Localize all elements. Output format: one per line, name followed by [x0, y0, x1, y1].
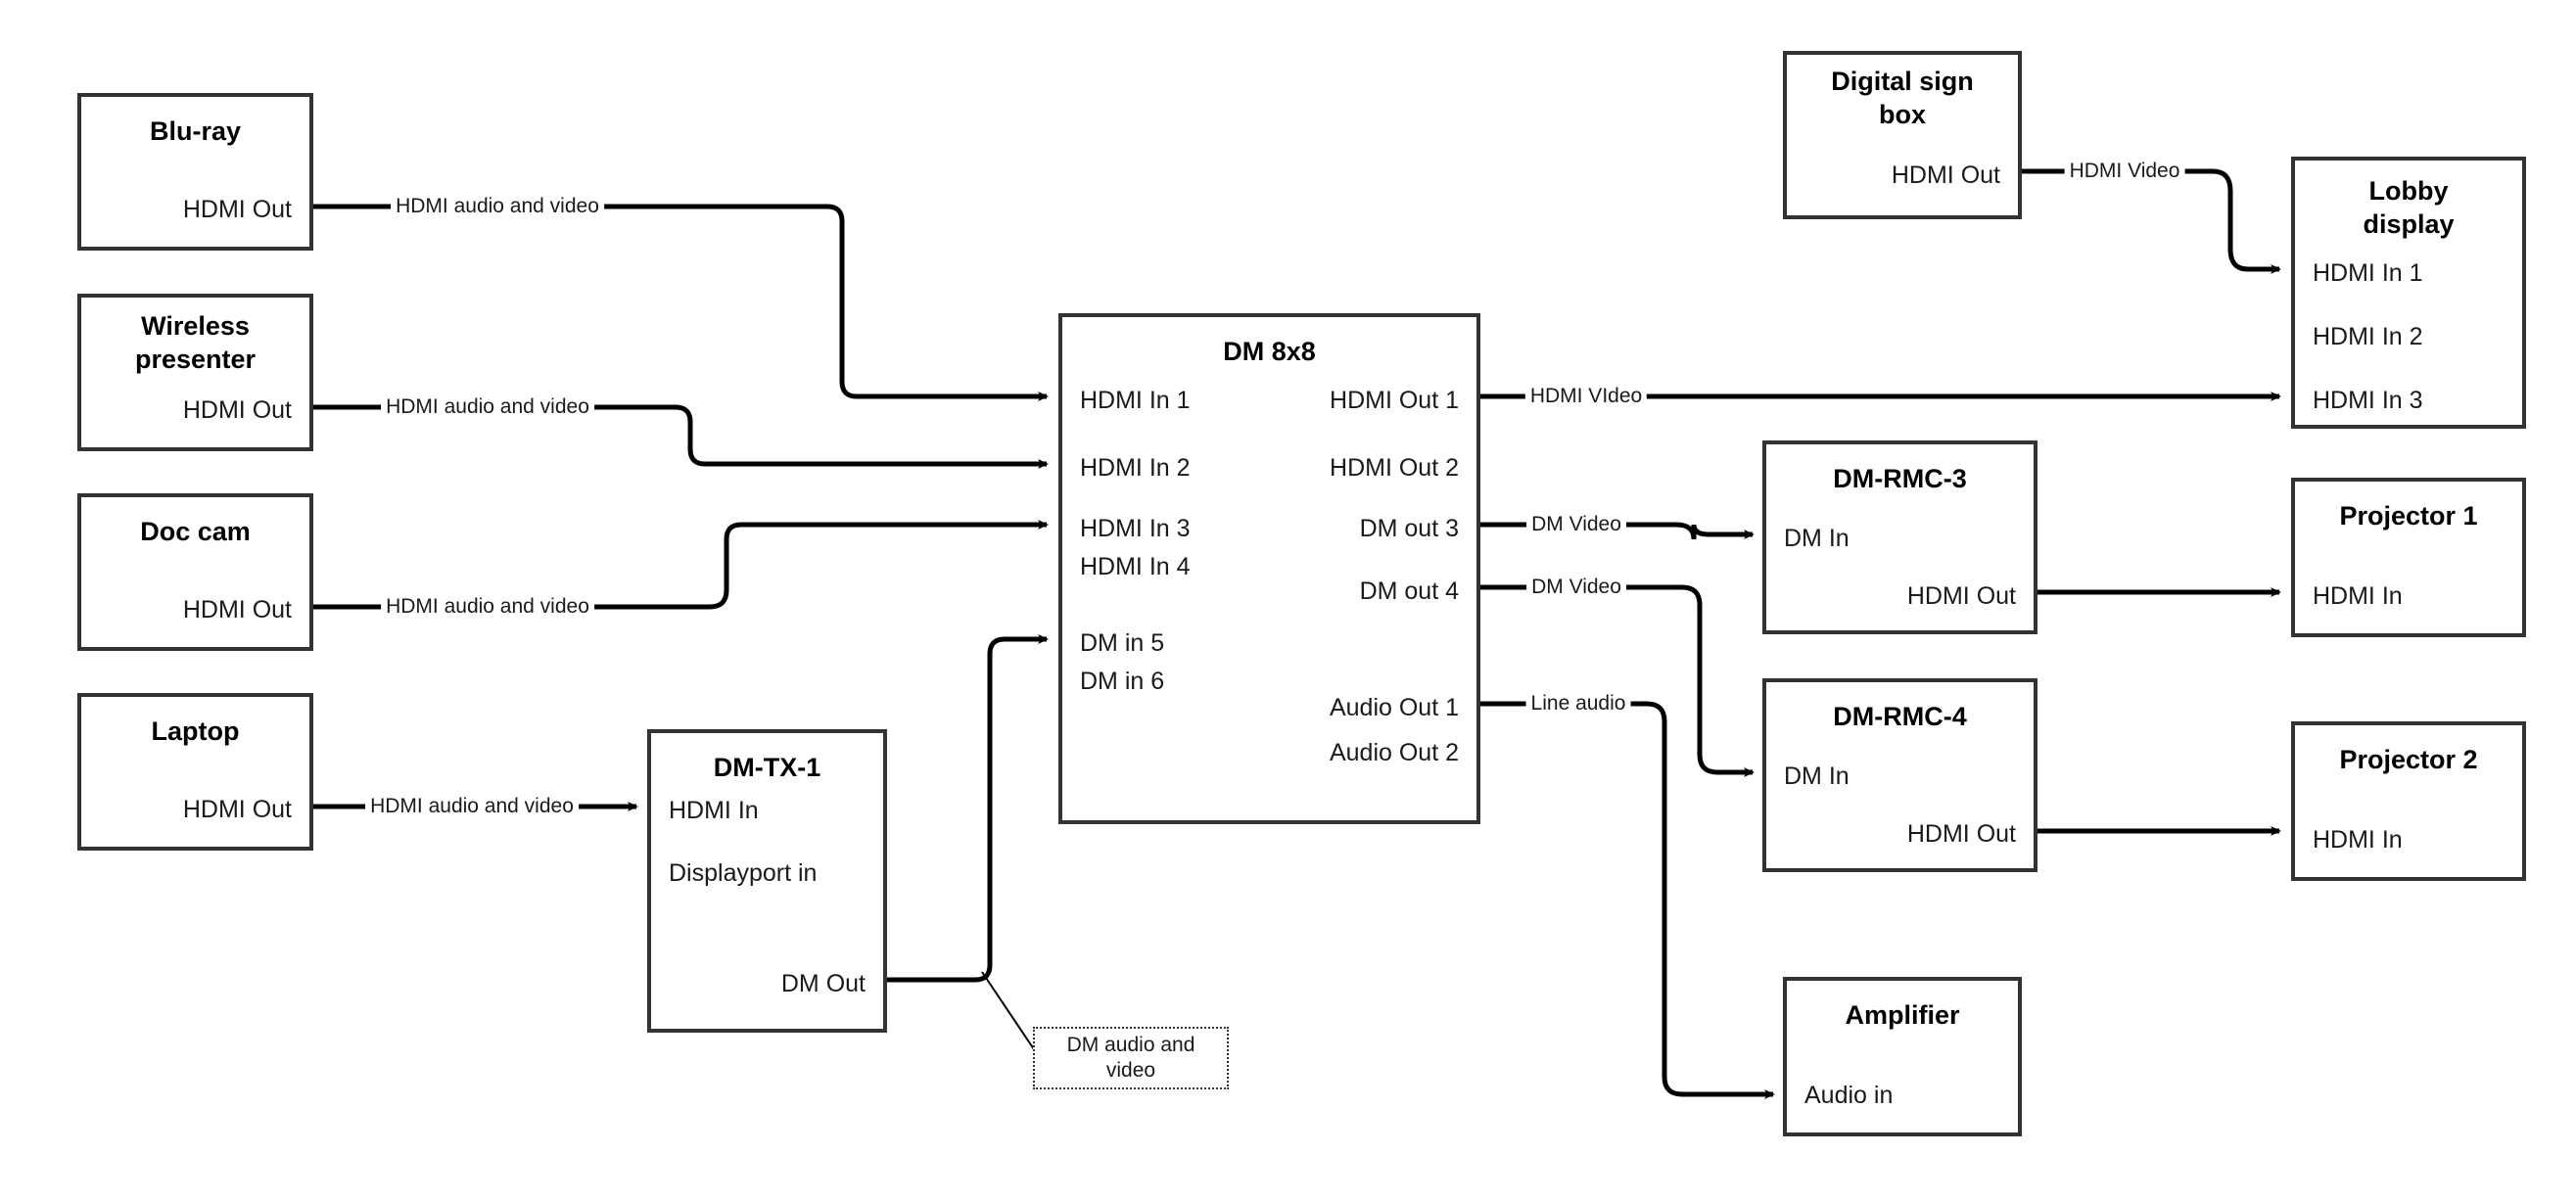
port-audio-out-2[interactable]: Audio Out 2	[1329, 739, 1459, 766]
wire-dmtx1-to-dm8x8-in5	[887, 634, 1049, 983]
node-title-line2: presenter	[134, 345, 257, 374]
node-title-line1: Wireless	[141, 311, 250, 341]
port-hdmi-in-2[interactable]: HDMI In 2	[1080, 454, 1191, 482]
node-title: DM-RMC-3	[1833, 464, 1967, 493]
port-dm-in-5[interactable]: DM in 5	[1080, 629, 1165, 657]
wire-bluray-to-dm8x8-in1	[313, 204, 1049, 401]
port-displayport-in[interactable]: Displayport in	[669, 859, 818, 887]
edge-label-doccam: HDMI audio and video	[381, 595, 594, 619]
node-title: Doc cam	[140, 517, 251, 546]
callout-leader-line	[981, 971, 1039, 1056]
node-wireless-presenter[interactable]: Wireless presenter HDMI Out	[77, 294, 313, 451]
node-title-line1: Digital sign	[1831, 67, 1974, 96]
node-title: Laptop	[151, 716, 240, 746]
node-title: Projector 2	[2339, 745, 2478, 774]
edge-label-wireless: HDMI audio and video	[381, 395, 594, 419]
node-lobby-display[interactable]: Lobby display HDMI In 1 HDMI In 2 HDMI I…	[2291, 157, 2526, 429]
node-dm-tx-1[interactable]: DM-TX-1 HDMI In Displayport in DM Out	[647, 729, 887, 1033]
port-dm-out-3[interactable]: DM out 3	[1359, 515, 1459, 542]
callout-line2: video	[1105, 1059, 1156, 1082]
port-hdmi-in-1[interactable]: HDMI In 1	[2313, 259, 2423, 287]
port-dm-out-4[interactable]: DM out 4	[1359, 577, 1459, 605]
port-dm-out[interactable]: DM Out	[780, 970, 866, 997]
port-hdmi-in[interactable]: HDMI In	[2313, 582, 2403, 610]
port-audio-out-1[interactable]: Audio Out 1	[1329, 694, 1459, 721]
edge-label-out3-dm-video: DM Video	[1526, 513, 1626, 536]
port-hdmi-out-2[interactable]: HDMI Out 2	[1330, 454, 1459, 482]
node-dm-rmc-3[interactable]: DM-RMC-3 DM In HDMI Out	[1762, 440, 2037, 634]
port-dm-in[interactable]: DM In	[1784, 762, 1850, 790]
edge-label-laptop: HDMI audio and video	[365, 795, 579, 818]
port-hdmi-in[interactable]: HDMI In	[669, 797, 759, 824]
node-title: Amplifier	[1845, 1000, 1960, 1030]
node-blu-ray[interactable]: Blu-ray HDMI Out	[77, 93, 313, 251]
port-hdmi-in-2[interactable]: HDMI In 2	[2313, 323, 2423, 350]
node-projector-2[interactable]: Projector 2 HDMI In	[2291, 721, 2526, 881]
port-dm-in[interactable]: DM In	[1784, 525, 1850, 552]
port-hdmi-in-4[interactable]: HDMI In 4	[1080, 553, 1191, 580]
edge-label-bluray: HDMI audio and video	[391, 195, 604, 218]
port-hdmi-in[interactable]: HDMI In	[2313, 826, 2403, 854]
callout-dm-audio-video: DM audio and video	[1033, 1027, 1229, 1089]
node-title: Blu-ray	[149, 116, 242, 146]
wire-dm8x8-audio1-to-amplifier	[1480, 701, 1775, 1099]
edge-label-sign-hdmi-video: HDMI Video	[2064, 160, 2185, 183]
callout-line1: DM audio and	[1066, 1034, 1195, 1056]
port-hdmi-in-1[interactable]: HDMI In 1	[1080, 387, 1191, 414]
wire-dm8x8-out4-to-rmc4	[1480, 584, 1755, 777]
node-projector-1[interactable]: Projector 1 HDMI In	[2291, 478, 2526, 637]
node-digital-sign-box[interactable]: Digital sign box HDMI Out	[1783, 51, 2022, 219]
port-hdmi-out-1[interactable]: HDMI Out 1	[1330, 387, 1459, 414]
port-hdmi-out[interactable]: HDMI Out	[1891, 162, 2000, 189]
edge-label-out1-hdmi-video: HDMI VIdeo	[1524, 385, 1648, 408]
port-hdmi-out[interactable]: HDMI Out	[182, 796, 292, 823]
node-title: DM-TX-1	[713, 753, 821, 782]
port-hdmi-out[interactable]: HDMI Out	[1906, 582, 2016, 610]
port-hdmi-out[interactable]: HDMI Out	[182, 196, 292, 223]
node-title-line2: display	[2363, 209, 2455, 239]
node-title-line2: box	[1878, 100, 1926, 129]
edge-label-audio-line: Line audio	[1525, 692, 1631, 716]
port-dm-in-6[interactable]: DM in 6	[1080, 668, 1165, 695]
port-hdmi-in-3[interactable]: HDMI In 3	[2313, 387, 2423, 414]
node-amplifier[interactable]: Amplifier Audio in	[1783, 977, 2022, 1136]
wire-signbox-to-lobby-in1	[2022, 168, 2281, 274]
node-title-line1: Lobby	[2368, 176, 2449, 206]
port-hdmi-out[interactable]: HDMI Out	[1906, 820, 2016, 848]
node-laptop[interactable]: Laptop HDMI Out	[77, 693, 313, 851]
node-title: Projector 1	[2339, 501, 2478, 531]
port-hdmi-out[interactable]: HDMI Out	[182, 596, 292, 624]
node-dm-8x8[interactable]: DM 8x8 HDMI In 1 HDMI In 2 HDMI In 3 HDM…	[1058, 313, 1480, 824]
port-audio-in[interactable]: Audio in	[1804, 1082, 1894, 1109]
node-title: DM 8x8	[1223, 337, 1316, 366]
node-dm-rmc-4[interactable]: DM-RMC-4 DM In HDMI Out	[1762, 678, 2037, 872]
edge-label-out4-dm-video: DM Video	[1526, 576, 1626, 599]
node-title: DM-RMC-4	[1833, 702, 1967, 731]
port-hdmi-out[interactable]: HDMI Out	[182, 396, 292, 424]
node-doc-cam[interactable]: Doc cam HDMI Out	[77, 493, 313, 651]
port-hdmi-in-3[interactable]: HDMI In 3	[1080, 515, 1191, 542]
